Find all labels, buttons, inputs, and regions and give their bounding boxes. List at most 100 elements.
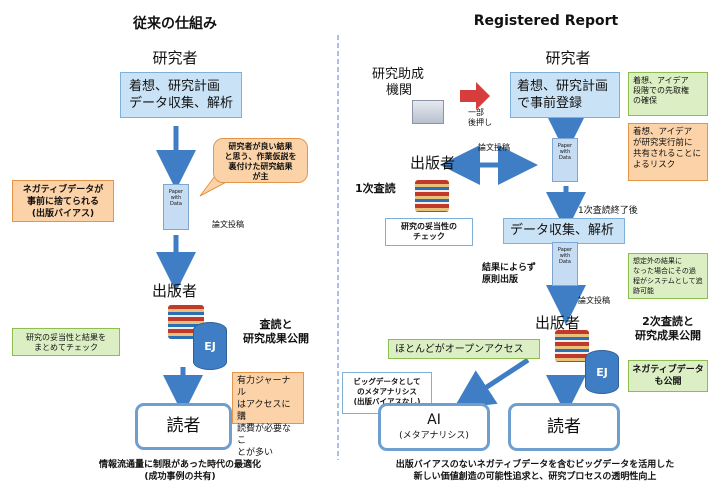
left-research-line-2: データ収集、解析 (129, 96, 234, 111)
right-unexpected-l3: 程がシステムとして追 (633, 277, 703, 285)
left-validity-box: 研究の妥当性と結果を まとめてチェック (12, 328, 120, 356)
left-footer-l1: 情報流通量に制限があった時代の最適化 (98, 460, 261, 470)
right-bigdata-l2: のメタアナリシス (357, 387, 417, 396)
left-publisher-label: 出版者 (152, 282, 198, 300)
left-peer-l2: 研究成果公開 (243, 332, 309, 345)
left-negative-line-3: (出版バイアス) (31, 209, 95, 219)
left-paper-l1: Paper (168, 189, 184, 195)
right-first-review: 1次査読 (355, 182, 396, 195)
left-callout-line-1: 研究者が良い結果 (228, 142, 293, 151)
right-risk-l2: が研究実行前に (633, 138, 693, 148)
left-research-line-1: 着想、研究計画 (129, 79, 221, 94)
right-unexpected-l1: 想定外の結果に (633, 257, 682, 265)
right-footer-l1: 出版バイアスのないネガティブデータを含むビッグデータを活用した (395, 460, 675, 470)
funding-arrow (460, 82, 490, 110)
right-risk-l4: よるリスク (633, 160, 676, 170)
right-data-box: データ収集、解析 (503, 218, 625, 244)
left-peer-l1: 査読と (259, 318, 293, 331)
left-journal-l1: 有力ジャーナル (237, 376, 291, 398)
right-second-l1: 2次査読と (642, 315, 694, 328)
right-validity-l1: 研究の妥当性の (401, 222, 457, 231)
left-journal-l2: はアクセスに購 (237, 400, 291, 422)
left-callout: 研究者が良い結果 と思う、作業仮説を 裏付けた研究結果 が主 (213, 138, 308, 183)
right-footer-l2: 新しい価値創造の可能性追求と、研究プロセスの透明性向上 (413, 472, 657, 482)
right-orange-risk: 着想、アイデア が研究実行前に 共有されることに よるリスク (628, 123, 708, 181)
right-paper1-l1: Paper (557, 143, 573, 149)
right-green-unexpected: 想定外の結果に なった場合にその過 程がシステムとして追 跡可能 (628, 253, 708, 299)
right-submission2: 論文投稿 (578, 296, 610, 305)
right-second-l2: 研究成果公開 (635, 329, 701, 342)
right-prereg-l2: で事前登録 (517, 96, 583, 111)
right-partial-l1: 一部 (468, 108, 484, 117)
left-validity-l1: 研究の妥当性と結果を (26, 333, 106, 342)
right-ej-cylinder: EJ (585, 350, 619, 394)
right-green-top: 着想、アイデア 段階での先取権 の確保 (628, 72, 708, 116)
right-partial-l2: 後押し (468, 118, 492, 127)
left-negative-box: ネガティブデータが 事前に捨てられる (出版バイアス) (12, 180, 114, 222)
right-unexpected-l2: なった場合にその過 (633, 267, 696, 275)
left-negative-line-2: 事前に捨てられる (26, 197, 99, 207)
left-callout-line-3: 裏付けた研究結果 (228, 162, 293, 171)
right-publisher1: 出版者 (410, 154, 456, 172)
left-reader-box: 読者 (135, 403, 232, 450)
right-prereg-box: 着想、研究計画 で事前登録 (510, 72, 620, 118)
right-paper2-l3: Data (559, 259, 571, 265)
right-reader-box: 読者 (508, 403, 620, 451)
right-nrp-l2: 原則出版 (482, 275, 519, 285)
right-nrp-l1: 結果によらず (482, 263, 536, 273)
right-risk-l3: 共有されることに (633, 149, 702, 159)
right-ai-box: AI (メタアナリシス) (378, 403, 490, 451)
right-books-icon-2 (555, 330, 589, 362)
left-ej-cylinder: EJ (193, 322, 227, 370)
right-bigdata-l1: ビッグデータとして (353, 377, 421, 386)
left-callout-line-4: が主 (252, 172, 269, 181)
right-negpub-l2: も公開 (654, 377, 682, 387)
right-second-review: 2次査読と 研究成果公開 (622, 315, 714, 343)
right-prereg-l1: 着想、研究計画 (517, 79, 609, 94)
right-negpub-l1: ネガティブデータ (632, 365, 704, 375)
right-paper1-l3: Data (559, 155, 571, 161)
building-icon (412, 100, 444, 124)
right-funding-l1: 研究助成 (372, 67, 425, 82)
left-journal-l3: 読費が必要なこ (237, 424, 292, 446)
left-paper-icon: Paper with Data (163, 184, 189, 230)
right-funding-label: 研究助成 機関 (372, 67, 424, 99)
right-publisher2: 出版者 (535, 314, 581, 332)
left-callout-line-2: と思う、作業仮説を (224, 152, 297, 161)
right-books-icon-1 (415, 180, 449, 212)
right-paper2-l1: Paper (557, 247, 573, 253)
right-bigdata-l3: (出版バイアスなし) (353, 397, 421, 406)
left-footer: 情報流通量に制限があった時代の最適化 (成功事例の共有) (40, 459, 320, 483)
left-negative-line-1: ネガティブデータが (22, 185, 104, 195)
right-ai-sub: (メタアナリシス) (399, 431, 469, 441)
right-first-review-done: 1次査読終了後 (578, 206, 638, 216)
right-title: Registered Report (473, 13, 619, 29)
right-paper1-l2: with (559, 149, 571, 155)
right-ai-label: AI (427, 412, 441, 428)
left-peer-review-label: 査読と 研究成果公開 (232, 318, 320, 346)
right-risk-l1: 着想、アイデア (633, 127, 693, 137)
right-funding-l2: 機関 (386, 83, 413, 98)
right-green-top-l3: の確保 (633, 96, 657, 105)
right-validity-l2: チェック (413, 232, 445, 241)
right-paper2-l2: with (559, 253, 571, 259)
right-researcher-label: 研究者 (545, 49, 591, 67)
left-research-box: 着想、研究計画 データ収集、解析 (120, 72, 242, 118)
right-footer: 出版バイアスのないネガティブデータを含むビッグデータを活用した 新しい価値創造の… (355, 459, 715, 483)
right-unexpected-l4: 跡可能 (633, 287, 654, 295)
right-partial-support: 一部 後押し (468, 108, 492, 128)
right-validity-check: 研究の妥当性の チェック (385, 218, 473, 246)
left-paper-l2: with (170, 195, 182, 201)
left-title: 従来の仕組み (133, 16, 217, 32)
right-arrow-to-ai (453, 357, 530, 409)
right-negative-public: ネガティブデータ も公開 (628, 360, 708, 392)
right-open-access: ほとんどがオープンアクセス (388, 339, 540, 359)
left-journal-note: 有力ジャーナル はアクセスに購 読費が必要なこ とが多い (232, 372, 304, 458)
right-green-top-l2: 段階での先取権 (633, 86, 689, 95)
left-footer-l2: (成功事例の共有) (144, 472, 216, 482)
left-validity-l2: まとめてチェック (34, 343, 98, 352)
left-paper-l3: Data (170, 201, 182, 207)
right-no-result-pub: 結果によらず 原則出版 (482, 262, 536, 286)
right-green-top-l1: 着想、アイデア (633, 76, 689, 85)
left-researcher-label: 研究者 (152, 49, 198, 67)
